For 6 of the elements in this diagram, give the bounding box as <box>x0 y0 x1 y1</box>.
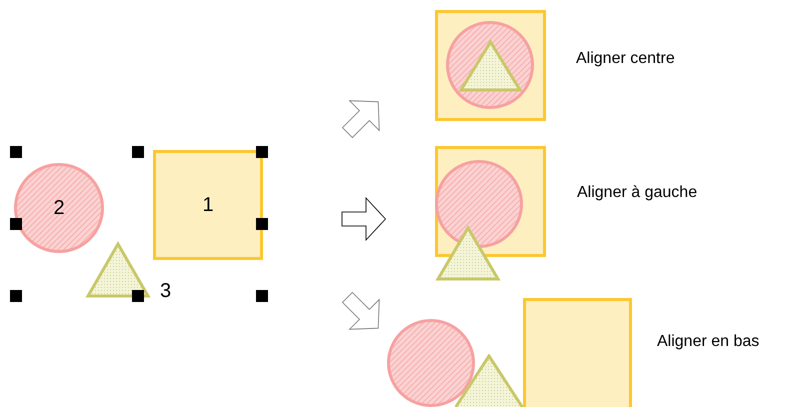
shape-number: 3 <box>160 280 172 303</box>
shape-number: 1 <box>202 194 214 216</box>
caption-text: Aligner en bas <box>657 333 760 351</box>
caption-text: Aligner à gauche <box>577 184 698 202</box>
shape-number: 2 <box>53 196 65 220</box>
caption-text: Aligner centre <box>576 50 675 68</box>
